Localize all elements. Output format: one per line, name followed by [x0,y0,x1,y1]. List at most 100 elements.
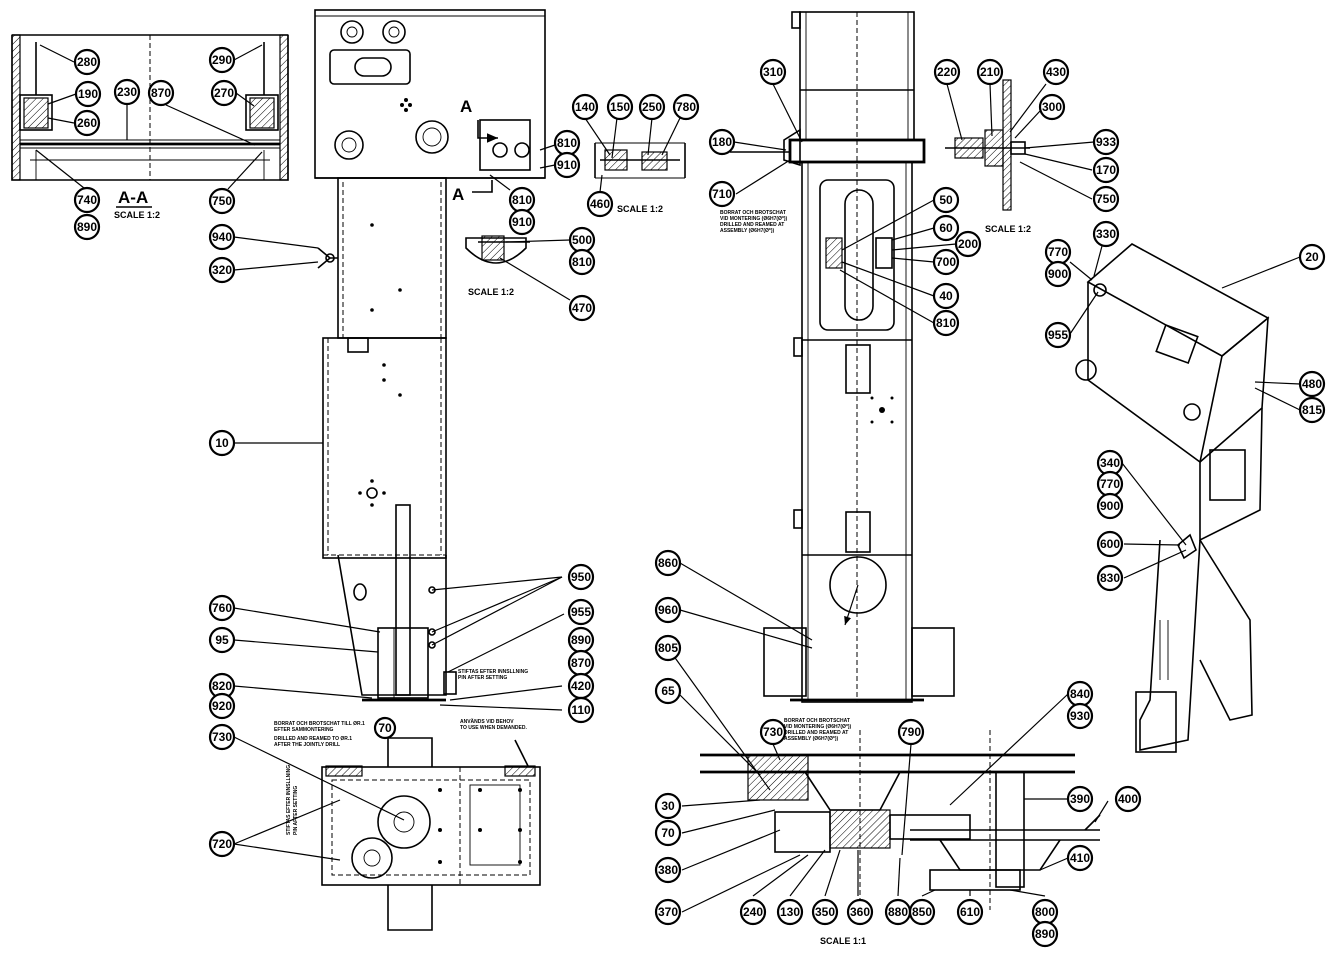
item-balloons: 280 290 190 270 230 870 260 740 890 750 … [73,46,1326,948]
front-column-view: A A [314,9,546,702]
svg-text:933: 933 [1096,135,1116,149]
balloon-390: 390 [1066,785,1094,813]
balloon-730: 730 [759,718,787,746]
balloon-300: 300 [1038,93,1066,121]
svg-text:VID MONTERING (Ø6H7(Ø*)): VID MONTERING (Ø6H7(Ø*)) [784,724,852,730]
balloon-260: 260 [73,109,101,137]
balloon-95: 95 [208,626,236,654]
balloon-900: 900 [1044,260,1072,288]
svg-text:805: 805 [658,641,678,655]
svg-text:780: 780 [676,100,696,114]
balloon-250: 250 [638,93,666,121]
balloon-770: 770 [1096,470,1124,498]
svg-text:DRILLED AND REAMED AT: DRILLED AND REAMED AT [784,730,848,736]
svg-text:270: 270 [214,86,234,100]
balloon-220: 220 [933,58,961,86]
top-plan-view [321,737,541,931]
svg-text:310: 310 [763,65,783,79]
balloon-30: 30 [654,792,682,820]
balloon-890: 890 [1031,920,1059,948]
svg-text:380: 380 [658,863,678,877]
svg-text:430: 430 [1046,65,1066,79]
svg-text:730: 730 [763,725,783,739]
svg-text:900: 900 [1048,267,1068,281]
svg-text:710: 710 [712,187,732,201]
balloon-870: 870 [147,79,175,107]
balloon-805: 805 [654,634,682,662]
svg-text:610: 610 [960,905,980,919]
svg-text:60: 60 [939,221,953,235]
svg-text:290: 290 [212,53,232,67]
balloon-400: 400 [1114,785,1142,813]
svg-text:815: 815 [1302,403,1322,417]
leader-lines [35,44,1301,913]
svg-text:250: 250 [642,100,662,114]
notes: BORRAT OCH BROTSCHAT VID MONTERING (Ø6H7… [274,210,852,835]
svg-text:PIN AFTER SETTING: PIN AFTER SETTING [293,786,299,835]
balloon-65: 65 [654,677,682,705]
balloon-860: 860 [654,549,682,577]
svg-text:810: 810 [512,193,532,207]
balloon-910: 910 [508,208,536,236]
balloon-700: 700 [932,248,960,276]
svg-text:500: 500 [572,233,592,247]
svg-text:410: 410 [1070,851,1090,865]
balloon-340: 340 [1096,449,1124,477]
svg-text:910: 910 [557,158,577,172]
svg-text:PIN AFTER SETTING: PIN AFTER SETTING [458,675,507,681]
svg-text:370: 370 [658,905,678,919]
svg-text:850: 850 [912,905,932,919]
section-a-a-view: A-A SCALE 1:2 [11,34,289,220]
svg-text:420: 420 [571,679,591,693]
svg-text:880: 880 [888,905,908,919]
svg-text:400: 400 [1118,792,1138,806]
balloon-870: 870 [567,649,595,677]
balloon-610: 610 [956,898,984,926]
svg-text:130: 130 [780,905,800,919]
balloon-320: 320 [208,256,236,284]
svg-text:480: 480 [1302,377,1322,391]
svg-text:750: 750 [212,194,232,208]
svg-text:220: 220 [937,65,957,79]
balloon-110: 110 [567,696,595,724]
svg-text:50: 50 [939,193,953,207]
balloon-770: 770 [1044,238,1072,266]
svg-text:110: 110 [571,703,591,717]
balloon-460: 460 [586,190,614,218]
svg-text:BORRAT OCH BROTSCHAT TILL ØR.1: BORRAT OCH BROTSCHAT TILL ØR.1 [274,721,365,727]
detail-view-top: SCALE 1:2 [594,142,686,214]
svg-text:10: 10 [215,436,229,450]
balloon-760: 760 [208,594,236,622]
svg-text:750: 750 [1096,192,1116,206]
front-column-right-view [730,11,955,703]
balloon-150: 150 [606,93,634,121]
svg-text:910: 910 [512,215,532,229]
balloon-600: 600 [1096,530,1124,558]
svg-text:30: 30 [661,799,675,813]
section-marker-upper: A [460,97,472,116]
svg-text:940: 940 [212,230,232,244]
balloon-40: 40 [932,282,960,310]
balloon-950: 950 [567,563,595,591]
svg-text:720: 720 [212,837,232,851]
svg-text:740: 740 [77,193,97,207]
balloon-50: 50 [932,186,960,214]
balloon-140: 140 [571,93,599,121]
balloon-910: 910 [553,151,581,179]
balloon-780: 780 [672,93,700,121]
svg-text:40: 40 [939,289,953,303]
svg-text:820: 820 [212,679,232,693]
balloon-230: 230 [113,78,141,106]
svg-text:840: 840 [1070,687,1090,701]
balloon-940: 940 [208,223,236,251]
svg-text:70: 70 [378,721,392,735]
svg-text:350: 350 [815,905,835,919]
svg-text:180: 180 [712,135,732,149]
svg-text:230: 230 [117,85,137,99]
svg-text:ASSEMBLY (Ø6H7(Ø*)): ASSEMBLY (Ø6H7(Ø*)) [720,228,775,234]
svg-text:200: 200 [958,237,978,251]
svg-text:950: 950 [571,570,591,584]
balloon-750: 750 [1092,185,1120,213]
balloon-290: 290 [208,46,236,74]
